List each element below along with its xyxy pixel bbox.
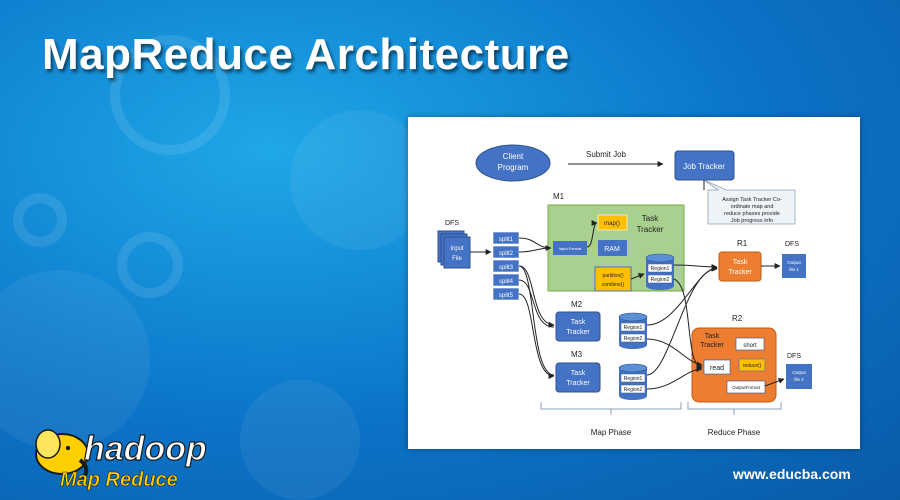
m2-region-cylinder: Region1 Region2 [618, 312, 648, 349]
output-file2-node [786, 364, 812, 389]
output-file1-label-2: file 1 [789, 267, 799, 272]
reduce-fn-box [738, 358, 766, 372]
m2-region2-label: Region2 [624, 336, 643, 342]
r1-label: R1 [737, 239, 748, 248]
r1-tracker-label-2: Tracker [728, 269, 752, 276]
r1-tracker-label-1: Task [733, 259, 748, 266]
map-reduce-wordmark: Map Reduce [60, 469, 178, 491]
input-format-box [553, 241, 587, 255]
m1-tracker-label-1: Task [642, 214, 659, 223]
dfs-input-label: DFS [445, 220, 459, 227]
short-label: short [743, 343, 757, 349]
output-format-label: OutputFormat [732, 385, 761, 390]
dfs-output1-label: DFS [785, 241, 799, 248]
ram-box [598, 240, 627, 256]
m3-tracker-label-2: Tracker [566, 380, 590, 387]
job-tracker-callout [703, 179, 796, 225]
m3-label: M3 [571, 350, 583, 359]
split2-label: split2 [499, 251, 514, 257]
m3-tracker-label-1: Task [571, 370, 586, 377]
client-label-2: Program [498, 163, 529, 172]
read-label: read [710, 365, 724, 372]
split1-label: split1 [499, 237, 514, 243]
job-tracker-label: Job Tracker [683, 162, 725, 171]
output-file2-label-2: file 2 [794, 377, 804, 382]
m3-region2-label: Region2 [624, 387, 643, 393]
r1-task-tracker-node [718, 251, 762, 282]
input-format-label: Input Format [559, 246, 583, 251]
split3-label: split3 [499, 265, 514, 271]
m1-region2-label: Region2 [651, 277, 670, 283]
map-fn-box [597, 214, 628, 231]
dfs-output2-label: DFS [787, 353, 801, 360]
website-link[interactable]: www.educba.com [733, 466, 851, 482]
map-phase-label: Map Phase [591, 428, 632, 437]
short-box [735, 337, 765, 351]
map-fn-label: map() [604, 221, 620, 227]
partition-fn-label: partition() [602, 273, 623, 279]
r2-tracker-label-1: Task [705, 333, 720, 340]
input-file-label-2: File [452, 256, 462, 262]
output-file1-node [782, 254, 806, 278]
m3-region1-label: Region1 [624, 376, 643, 382]
hadoop-map-reduce-logo: hadoop Map Reduce [18, 420, 248, 495]
partition-combine-box [594, 266, 632, 292]
m2-tracker-label-2: Tracker [566, 329, 590, 336]
ram-label: RAM [604, 246, 620, 253]
map-phase-brace [540, 402, 682, 410]
client-label-1: Client [503, 152, 524, 161]
m2-region1-label: Region1 [624, 325, 643, 331]
output-format-box [726, 380, 766, 394]
splits-column: split1 split2 split3 split4 split5 [492, 231, 520, 301]
m3-task-tracker-node [555, 362, 601, 393]
m2-label: M2 [571, 300, 583, 309]
output-file2-label-1: Output [792, 370, 806, 375]
m3-region-cylinder: Region1 Region2 [618, 363, 648, 400]
hadoop-elephant-icon: hadoop Map Reduce [35, 429, 207, 491]
m1-tracker-label-2: Tracker [637, 225, 664, 234]
diagram-panel: Client Program Submit Job Job Tracker As… [408, 117, 860, 449]
split4-label: split4 [499, 279, 514, 285]
submit-job-label: Submit Job [586, 150, 627, 159]
m1-region1-label: Region1 [651, 266, 670, 272]
callout-line-3: reduce phases provide [724, 211, 780, 217]
combine-fn-label: combine() [602, 282, 625, 288]
connectors [470, 180, 785, 390]
split5-label: split5 [499, 293, 514, 299]
output-file1-label-1: Output [787, 260, 801, 265]
read-box [703, 359, 731, 375]
mapreduce-diagram: Client Program Submit Job Job Tracker As… [437, 144, 812, 437]
callout-line-4: Job progress info [731, 218, 773, 224]
r2-label: R2 [732, 314, 743, 323]
page-title: MapReduce Architecture [42, 30, 570, 79]
m2-tracker-label-1: Task [571, 319, 586, 326]
hadoop-wordmark: hadoop [84, 430, 207, 468]
client-program-node [475, 144, 551, 182]
input-file-node [443, 236, 471, 269]
m1-region-cylinder: Region1 Region2 [645, 253, 675, 290]
reduce-phase-label: Reduce Phase [708, 428, 761, 437]
input-file-label-1: Input [450, 246, 464, 252]
callout-line-2: ordinate map and [731, 204, 774, 210]
reduce-phase-brace [687, 402, 782, 410]
callout-line-1: Assign Task Tracker Co- [722, 197, 782, 203]
m2-task-tracker-node [555, 311, 601, 342]
m1-label: M1 [553, 192, 565, 201]
r2-tracker-label-2: Tracker [700, 342, 724, 349]
reduce-fn-label: reduce() [743, 363, 762, 369]
